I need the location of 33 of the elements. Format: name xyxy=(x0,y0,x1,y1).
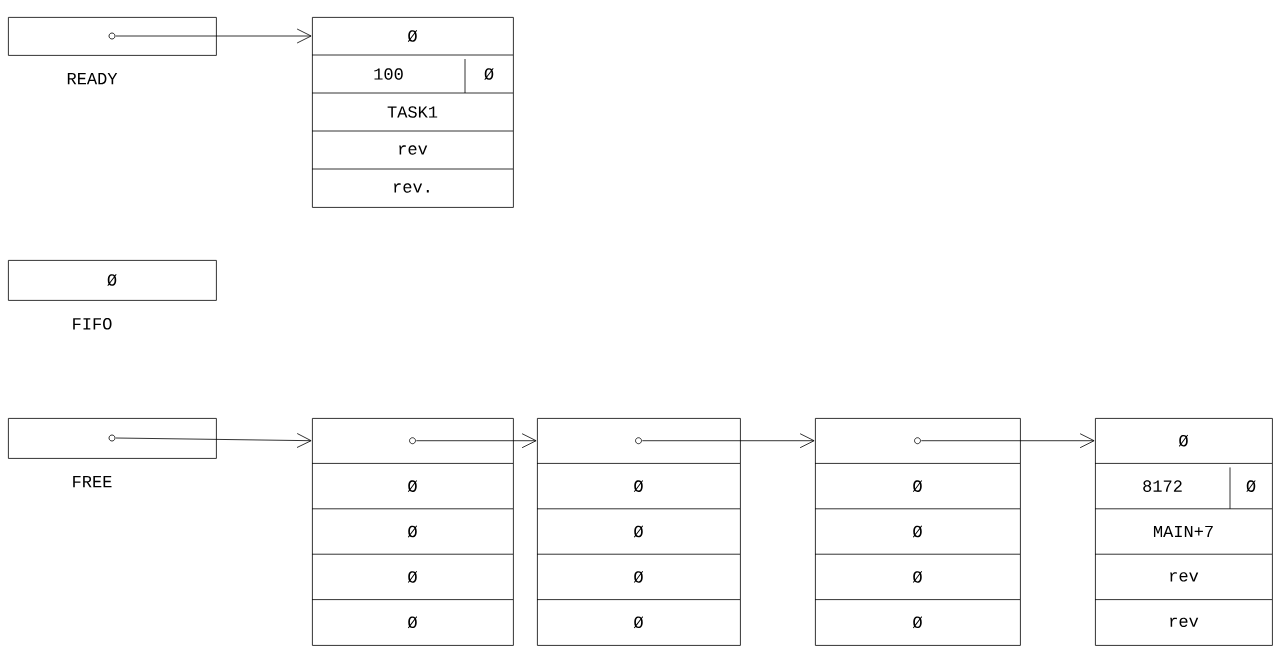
cell-value: Ø xyxy=(407,30,418,42)
cell-value: Ø xyxy=(407,570,418,583)
pointer-arrow xyxy=(415,433,537,449)
pointer-arrow xyxy=(115,433,312,448)
cell-value: Ø xyxy=(407,525,418,538)
cell-value: TASK1 xyxy=(387,106,438,118)
cell-value: Ø xyxy=(912,525,923,538)
cell-value: Ø xyxy=(912,570,923,583)
cell-value: 8172 xyxy=(1143,480,1182,492)
cell-value: Ø xyxy=(407,480,418,493)
variable-name: FREE xyxy=(73,476,112,488)
pointer-arrow xyxy=(641,433,815,449)
cell-value: Ø xyxy=(633,480,644,493)
cell-value: Ø xyxy=(1246,480,1256,493)
cell-value: MAIN+7 xyxy=(1153,525,1213,538)
variable-name: FIFO xyxy=(73,318,112,330)
cell-value: rev xyxy=(1170,617,1199,627)
cell-value: rev. xyxy=(394,183,429,193)
cell-value: Ø xyxy=(484,68,494,80)
cell-value: rev xyxy=(1170,572,1199,582)
cell-value: rev xyxy=(399,145,428,155)
cell-value: Ø xyxy=(633,525,644,538)
cell-value: Ø xyxy=(407,616,418,629)
cell-value: Ø xyxy=(633,570,644,583)
cell-value: Ø xyxy=(912,616,923,629)
variable-name: READY xyxy=(67,73,118,85)
pointer-arrow xyxy=(115,28,312,44)
cell-value: 100 xyxy=(374,68,403,80)
cell-value: Ø xyxy=(107,274,117,286)
pointer-arrow xyxy=(920,433,1095,449)
cell-value: Ø xyxy=(912,480,923,493)
cell-value: Ø xyxy=(1178,434,1189,447)
cell-value: Ø xyxy=(633,616,644,629)
